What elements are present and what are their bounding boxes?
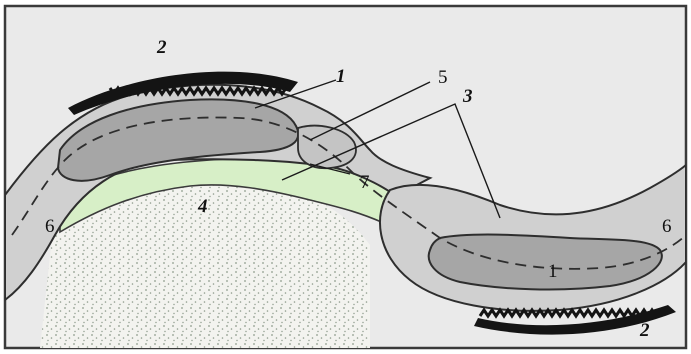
label-core-top: 1 [336, 67, 346, 86]
label-press-bottom: 2 [640, 321, 650, 340]
label-axis-left: 6 [45, 217, 55, 236]
label-5: 5 [438, 68, 448, 87]
label-sand: 4 [198, 197, 208, 216]
label-press-top: 2 [157, 38, 167, 57]
label-axis-right: 6 [662, 217, 672, 236]
label-3: 3 [463, 87, 473, 106]
core-lens-bottom [429, 235, 662, 290]
label-core-bottom: 1 [548, 262, 558, 281]
label-7: 7 [360, 173, 370, 192]
